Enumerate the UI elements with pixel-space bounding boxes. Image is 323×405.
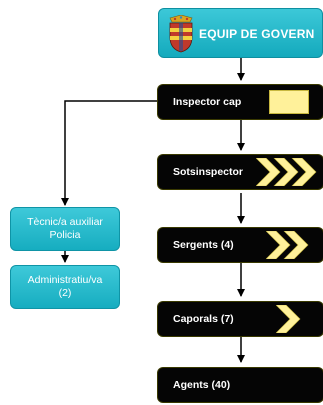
support-box-tecnic-auxiliar: Tècnic/a auxiliar Policia: [10, 207, 120, 251]
rank-label: Sotsinspector: [173, 166, 244, 178]
rank-square-marker: [269, 90, 309, 114]
rank-label: Inspector cap: [173, 96, 242, 108]
rank-box-inspector-cap: Inspector cap: [158, 85, 323, 119]
connector-inspector-to-tecnic: [61, 100, 158, 206]
double-chevron-icon: [266, 231, 309, 259]
support-label-line2: (2): [58, 287, 72, 299]
government-box: EQUIP DE GOVERN: [158, 8, 323, 58]
support-box-administratiu: Administratiu/va (2): [10, 265, 120, 309]
support-label-line1: Tècnic/a auxiliar: [27, 216, 103, 228]
rank-label: Agents (40): [173, 379, 231, 391]
triple-chevron-icon: [256, 158, 317, 186]
support-label-line2: Policia: [49, 229, 81, 241]
rank-label: Sergents (4): [173, 239, 234, 251]
coat-of-arms-icon: [169, 15, 193, 53]
support-label-line1: Administratiu/va: [27, 274, 103, 286]
rank-label: Caporals (7): [173, 313, 234, 325]
rank-box-caporals: Caporals (7): [158, 302, 323, 336]
rank-box-sergents: Sergents (4): [158, 228, 323, 262]
government-label: EQUIP DE GOVERN: [199, 27, 315, 41]
single-chevron-icon: [276, 305, 301, 333]
rank-box-agents: Agents (40): [158, 368, 323, 402]
rank-box-sotsinspector: Sotsinspector: [158, 155, 323, 189]
